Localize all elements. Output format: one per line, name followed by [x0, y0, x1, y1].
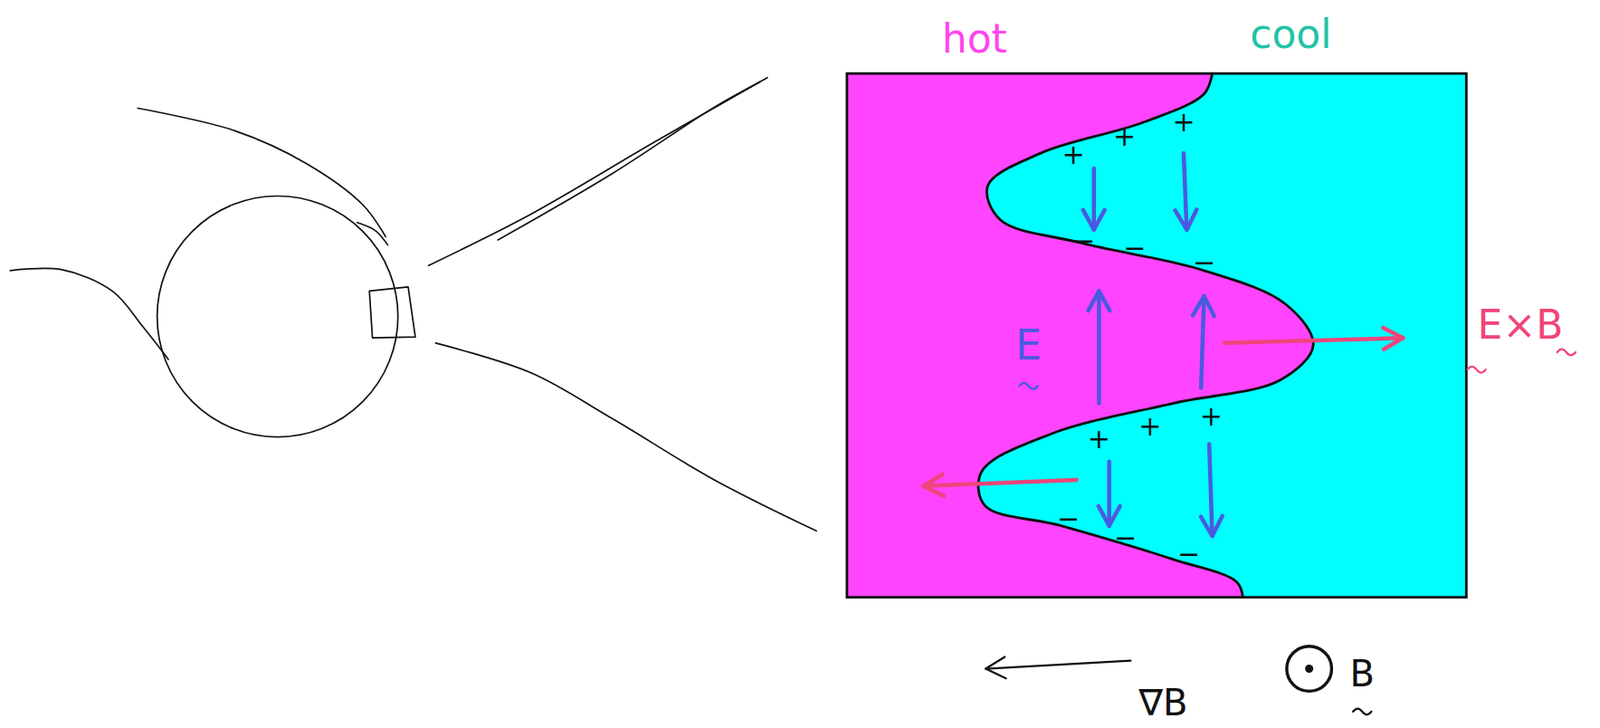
label: −: [1057, 504, 1080, 533]
out-of-page-symbol: [1304, 664, 1314, 673]
gradb-arrow: [985, 656, 1006, 678]
label: B: [1350, 655, 1375, 692]
label: ∇B: [1138, 684, 1188, 721]
gradb-arrow: [985, 660, 1131, 669]
zoom-box: [369, 286, 416, 338]
field-line: [9, 267, 169, 360]
body-outline: [157, 195, 399, 437]
label: −: [1192, 248, 1216, 277]
label: −: [1177, 540, 1200, 568]
field-line: [137, 108, 386, 238]
exb-arrow: [923, 479, 1077, 486]
zoom-line: [428, 77, 768, 266]
label: cool: [1249, 14, 1332, 55]
label: +: [1138, 412, 1162, 440]
panel-border: [847, 73, 1467, 597]
exb-arrow: [1224, 337, 1403, 343]
label: +: [1087, 425, 1111, 453]
field-line: [357, 222, 389, 246]
e-field-arrow: [1192, 295, 1215, 316]
e-field-arrow: [1200, 295, 1204, 388]
zoom-line: [435, 342, 817, 531]
label: −: [1072, 227, 1096, 255]
out-of-page-symbol: [1286, 646, 1333, 692]
e-field-arrow: [1087, 290, 1110, 311]
e-field-arrow: [1175, 209, 1198, 229]
e-field-arrow: [1183, 152, 1187, 230]
vector-tilde: [1557, 349, 1576, 356]
label: −: [1114, 523, 1137, 552]
e-field-arrow: [1209, 443, 1212, 535]
label: E: [1015, 323, 1042, 366]
label: E×B: [1477, 304, 1564, 345]
zoom-line: [497, 81, 761, 240]
label: +: [1200, 402, 1223, 430]
vector-tilde: [1352, 708, 1372, 715]
drawing: [9, 73, 1576, 715]
interface-line: [978, 73, 1314, 597]
vector-tilde: [1019, 382, 1038, 390]
cool-region: [847, 73, 1467, 597]
exb-arrow: [1382, 327, 1403, 350]
label: hot: [942, 19, 1008, 59]
label: −: [1123, 234, 1146, 262]
hot-region: [847, 73, 1314, 597]
e-field-arrow: [1098, 505, 1121, 526]
exb-arrow: [923, 474, 943, 496]
e-field-arrow: [1106, 461, 1112, 526]
e-field-arrow: [1200, 515, 1223, 536]
label: +: [1113, 123, 1136, 151]
label: +: [1171, 108, 1195, 136]
e-field-arrow: [1096, 290, 1102, 403]
e-field-arrow: [1091, 168, 1096, 230]
vector-tilde: [1466, 366, 1486, 373]
label: +: [1062, 141, 1086, 169]
